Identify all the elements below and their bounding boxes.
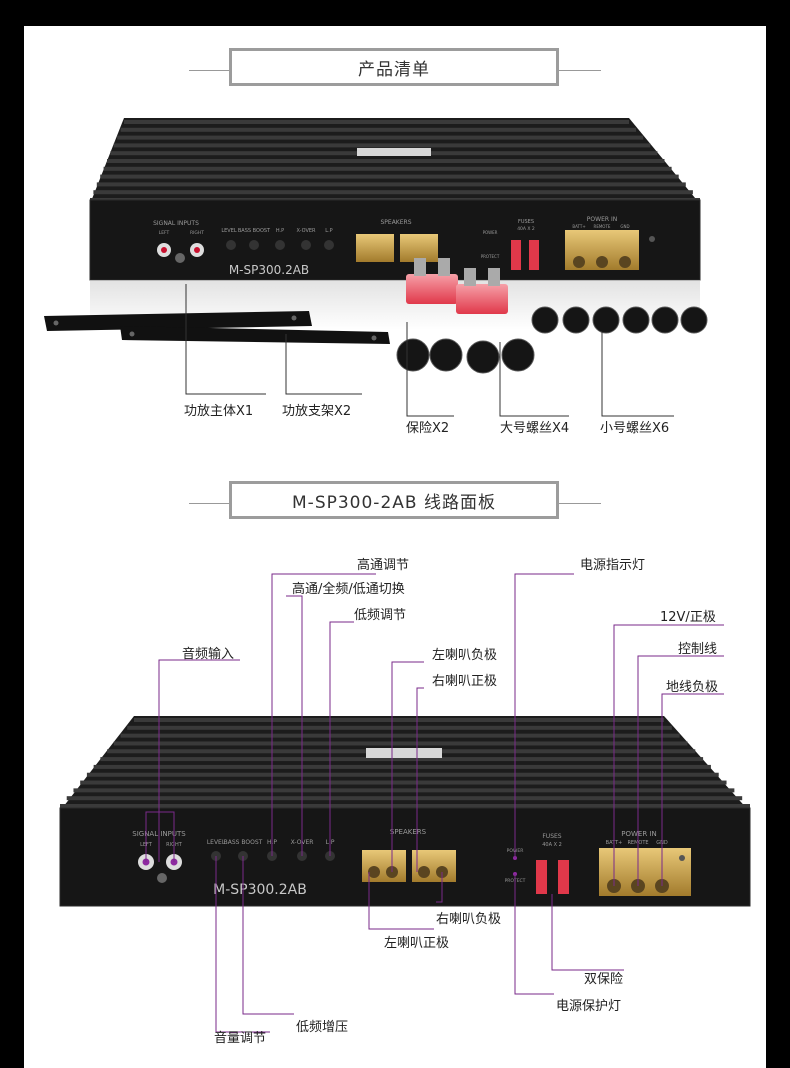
svg-text:40A X 2: 40A X 2 (517, 226, 535, 232)
svg-text:BASS BOOST: BASS BOOST (224, 839, 263, 846)
svg-text:LEVEL: LEVEL (221, 228, 237, 234)
title-rule-left-2 (189, 503, 231, 504)
title-rule-right-2 (559, 503, 601, 504)
label-main-unit: 功放主体X1 (184, 404, 254, 419)
title-rule-right (559, 70, 601, 71)
callout-crossover-switch: 高通/全频/低通切换 (292, 582, 405, 597)
svg-text:POWER: POWER (483, 230, 498, 235)
callout-power-indicator: 电源指示灯 (580, 558, 646, 573)
callout-lp-adjust: 低频调节 (354, 608, 407, 623)
svg-text:40A X 2: 40A X 2 (542, 842, 562, 848)
svg-text:POWER IN: POWER IN (621, 830, 656, 838)
svg-text:SPEAKERS: SPEAKERS (390, 828, 427, 836)
svg-text:H.P: H.P (276, 228, 284, 234)
svg-text:GND: GND (620, 224, 629, 229)
label-small-screw: 小号螺丝X6 (600, 421, 670, 436)
svg-text:REMOTE: REMOTE (594, 224, 611, 229)
title-rule-left (189, 70, 231, 71)
model-label-top: M-SP300.2AB (229, 263, 309, 277)
svg-text:BASS BOOST: BASS BOOST (238, 228, 271, 234)
small-screws (531, 306, 708, 334)
contents-callout-lines (185, 284, 674, 417)
panel-callout-lines (145, 573, 724, 1033)
callout-dual-fuse: 双保险 (584, 972, 624, 987)
callout-left-speaker-pos: 左喇叭正极 (384, 936, 450, 951)
callout-audio-input: 音频输入 (182, 647, 235, 662)
large-screws (396, 338, 535, 374)
callout-right-speaker-pos: 右喇叭正极 (432, 674, 498, 689)
label-bracket: 功放支架X2 (282, 404, 352, 419)
product-artwork: SIGNAL INPUTS LEFT RIGHT LEVEL BASS BOOS… (44, 118, 751, 1033)
callout-hp-adjust: 高通调节 (357, 558, 410, 573)
signal-inputs-label: SIGNAL INPUTS (153, 220, 199, 227)
fuses-loose (406, 258, 508, 314)
product-page: 产品清单 M-SP300-2AB 线路面板 (24, 26, 766, 1068)
callout-protect-light: 电源保护灯 (556, 999, 622, 1014)
callout-bass-boost: 低频增压 (296, 1020, 349, 1035)
svg-text:X-OVER: X-OVER (296, 228, 316, 234)
brackets (44, 311, 390, 344)
svg-text:POWER IN: POWER IN (587, 216, 617, 223)
svg-text:PROTECT: PROTECT (481, 254, 500, 259)
callout-right-speaker-neg: 右喇叭负极 (436, 912, 502, 927)
label-fuse: 保险X2 (406, 421, 450, 436)
svg-text:FUSES: FUSES (518, 219, 534, 225)
svg-text:L.P: L.P (325, 228, 332, 234)
callout-left-speaker-neg: 左喇叭负极 (432, 648, 498, 663)
svg-text:LEFT: LEFT (159, 230, 170, 236)
callout-ground-negative: 地线负极 (666, 680, 719, 695)
svg-text:FUSES: FUSES (542, 833, 561, 840)
amp-main-unit-top: SIGNAL INPUTS LEFT RIGHT LEVEL BASS BOOS… (89, 118, 701, 330)
svg-text:LEVEL: LEVEL (207, 839, 226, 846)
model-label-bottom: M-SP300.2AB (213, 882, 307, 898)
panel-section-title: M-SP300-2AB 线路面板 (229, 481, 559, 519)
amp-main-unit-bottom: SIGNAL INPUTS LEFT RIGHT LEVEL BASS BOOS… (59, 716, 751, 907)
callout-volume-adjust: 音量调节 (214, 1031, 267, 1046)
label-large-screw: 大号螺丝X4 (500, 421, 570, 436)
contents-section-title: 产品清单 (229, 48, 559, 86)
callout-control-wire: 控制线 (678, 642, 718, 657)
svg-text:BATT+: BATT+ (572, 224, 585, 229)
callout-12v-positive: 12V/正极 (660, 610, 716, 625)
svg-text:RIGHT: RIGHT (190, 230, 204, 236)
svg-text:SPEAKERS: SPEAKERS (380, 219, 411, 226)
